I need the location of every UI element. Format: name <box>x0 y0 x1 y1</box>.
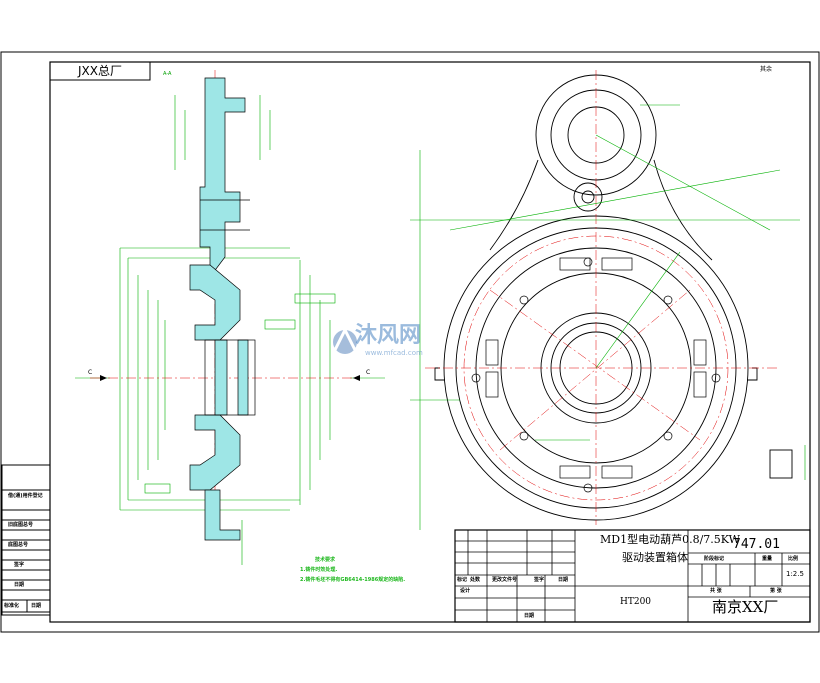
left-table-row: 签字 <box>14 562 25 568</box>
section-arrow-right-icon <box>353 375 360 381</box>
dimension-lines <box>410 104 806 530</box>
center-lines <box>425 70 780 525</box>
section-hatch <box>189 77 249 541</box>
watermark-url: www.mfcad.com <box>365 349 423 357</box>
weight-label: 重量 <box>762 556 773 562</box>
header-box <box>49 61 151 81</box>
stage-mark-label: 阶段标记 <box>704 556 725 562</box>
inner-border <box>49 61 811 623</box>
rev-header: 处数 <box>470 577 481 583</box>
scale-value: 1:2.5 <box>786 570 804 578</box>
rev-header: 日期 <box>558 577 569 583</box>
view-label: A-A <box>163 71 172 77</box>
design-label: 设计 <box>460 588 471 594</box>
watermark-logo <box>333 326 357 354</box>
rib-slots <box>471 257 721 493</box>
left-section-view <box>75 70 385 565</box>
sheet-number: 第 张 <box>770 588 782 594</box>
drawing-number: 747.01 <box>733 537 780 552</box>
section-label-left: C <box>88 369 93 376</box>
right-front-view <box>410 70 806 530</box>
material: HT200 <box>620 597 652 607</box>
section-arrow-left-icon <box>100 375 107 381</box>
header-label: JXX总厂 <box>78 64 122 78</box>
drawing-title-line2: 驱动装置箱体 <box>622 551 688 564</box>
drawing-title-line1: MD1型电动葫芦0.8/7.5KW <box>600 533 740 546</box>
company-name: 南京XX厂 <box>712 598 779 616</box>
sheets-total: 共 张 <box>710 588 722 594</box>
note-item: 2.铸件毛坯不得有GB6414-1986规定的缺陷. <box>300 577 406 583</box>
roughness-note: 其余 <box>760 66 773 73</box>
left-table-row: 底图总号 <box>8 542 29 548</box>
section-label-right: C <box>366 369 371 376</box>
rev-header: 更改文件号 <box>492 577 518 583</box>
left-table-row: 借(通)用件登记 <box>8 493 43 499</box>
title-block <box>454 529 811 623</box>
left-table-row: 标准化 <box>4 603 20 609</box>
rev-header: 标记 <box>457 577 468 583</box>
date-label: 日期 <box>524 613 535 619</box>
outer-border <box>0 51 820 633</box>
left-table-row: 日期 <box>31 603 42 609</box>
left-table <box>1 464 51 616</box>
watermark-text: 沐风网 <box>355 323 422 348</box>
rev-header: 签字 <box>534 577 545 583</box>
note-item: 1.铸件时效处理. <box>300 567 338 573</box>
scale-label: 比例 <box>788 556 799 562</box>
left-table-row: 旧底图总号 <box>8 522 34 528</box>
left-table-row: 日期 <box>14 582 25 588</box>
notes-title: 技术要求 <box>315 557 336 563</box>
